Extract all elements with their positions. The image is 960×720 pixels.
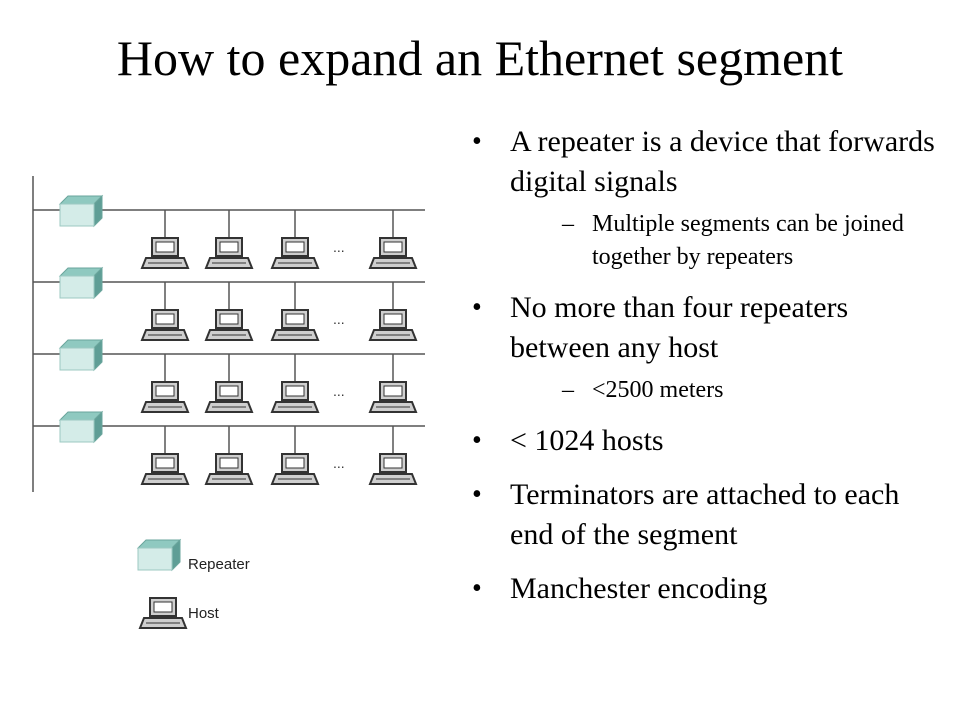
- sub-bullet-segments-joined: Multiple segments can be joined together…: [510, 208, 940, 274]
- ethernet-segment: ...: [33, 194, 425, 269]
- slide-title: How to expand an Ethernet segment: [116, 30, 844, 86]
- ethernet-segment: ...: [33, 338, 425, 413]
- repeater-icon: [136, 538, 182, 572]
- host-icon: [138, 597, 188, 629]
- bullet-terminators: Terminators are attached to each end of …: [470, 475, 940, 555]
- host-icon: [204, 237, 254, 269]
- host-icon: [368, 453, 418, 485]
- ellipsis-text: ...: [333, 239, 345, 255]
- bullet-text: < 1024 hosts: [510, 424, 664, 457]
- ellipsis-text: ...: [333, 383, 345, 399]
- host-icon: [140, 453, 190, 485]
- repeater-icon: [58, 338, 104, 372]
- sub-bullet-text: <2500 meters: [592, 377, 724, 403]
- repeater-icon: [58, 410, 104, 444]
- host-icon: [270, 453, 320, 485]
- host-icon: [368, 309, 418, 341]
- bullet-text: A repeater is a device that forwards dig…: [510, 125, 935, 198]
- ellipsis-text: ...: [333, 455, 345, 471]
- bullet-repeater-definition: A repeater is a device that forwards dig…: [470, 122, 940, 274]
- repeater-icon: [58, 194, 104, 228]
- bullet-host-limit: < 1024 hosts: [470, 421, 940, 461]
- sub-bullet-distance: <2500 meters: [510, 374, 940, 407]
- bullet-text: No more than four repeaters between any …: [510, 291, 849, 364]
- host-icon: [270, 237, 320, 269]
- host-icon: [140, 309, 190, 341]
- ellipsis-text: ...: [333, 311, 345, 327]
- host-icon: [204, 453, 254, 485]
- host-icon: [368, 237, 418, 269]
- bullet-encoding: Manchester encoding: [470, 569, 940, 609]
- host-icon: [204, 381, 254, 413]
- host-icon: [270, 381, 320, 413]
- ethernet-segment: ...: [33, 266, 425, 341]
- bullet-text: Terminators are attached to each end of …: [510, 478, 900, 551]
- host-icon: [140, 381, 190, 413]
- repeater-icon: [58, 266, 104, 300]
- bullet-text: Manchester encoding: [510, 572, 768, 605]
- host-icon: [140, 237, 190, 269]
- legend-host-label: Host: [188, 605, 220, 622]
- host-icon: [368, 381, 418, 413]
- ethernet-segment: ...: [33, 410, 425, 485]
- bullet-list: A repeater is a device that forwards dig…: [470, 122, 940, 623]
- network-layer: ............: [32, 176, 425, 492]
- sub-bullet-text: Multiple segments can be joined together…: [592, 211, 904, 270]
- host-icon: [204, 309, 254, 341]
- legend-repeater-label: Repeater: [188, 556, 250, 573]
- bullet-repeater-limit: No more than four repeaters between any …: [470, 288, 940, 407]
- host-icon: [270, 309, 320, 341]
